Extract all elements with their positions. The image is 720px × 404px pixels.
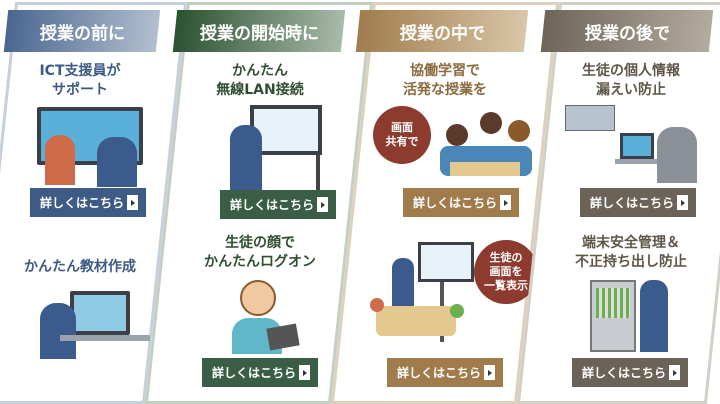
title-collaborative-learning: 協働学習で 活発な授業を xyxy=(403,63,487,98)
title-face-logon: 生徒の顔で かんたんログオン xyxy=(204,235,316,270)
title-ict-support: ICT支援員が サポート xyxy=(39,63,121,98)
arrow-right-icon xyxy=(484,365,495,380)
arrow-right-icon xyxy=(500,195,511,210)
header-during-class: 授業の中で xyxy=(355,10,529,52)
face-logon-illustration xyxy=(230,278,310,356)
arrow-right-icon xyxy=(677,195,688,210)
screen-list-illustration xyxy=(370,238,478,353)
arrow-right-icon xyxy=(669,365,680,380)
details-button-face-logon[interactable]: 詳しくはこちら xyxy=(202,358,318,387)
title-wireless-lan: かんたん 無線LAN接続 xyxy=(216,63,304,98)
header-before-class: 授業の前に xyxy=(3,10,161,52)
badge-screen-sharing: 画面 共有で xyxy=(373,106,431,164)
arrow-right-icon xyxy=(127,195,138,210)
material-creation-illustration xyxy=(40,283,150,363)
title-privacy-protection: 生徒の個人情報 漏えい防止 xyxy=(582,63,680,98)
header-after-class: 授業の後で xyxy=(540,10,714,52)
ict-support-illustration xyxy=(35,107,145,187)
title-device-management: 端末安全管理＆ 不正持ち出し防止 xyxy=(575,235,687,270)
details-button-privacy-protection[interactable]: 詳しくはこちら xyxy=(580,188,696,217)
device-management-illustration xyxy=(590,276,680,356)
details-button-collaborative-learning[interactable]: 詳しくはこちら xyxy=(403,188,519,217)
arrow-right-icon xyxy=(317,197,328,212)
arrow-right-icon xyxy=(299,365,310,380)
details-button-wireless-lan[interactable]: 詳しくはこちら xyxy=(220,190,336,219)
details-button-screen-list[interactable]: 詳しくはこちら xyxy=(387,358,503,387)
collaborative-learning-illustration xyxy=(440,112,535,187)
details-button-ict-support[interactable]: 詳しくはこちら xyxy=(30,188,146,217)
details-button-device-management[interactable]: 詳しくはこちら xyxy=(572,358,688,387)
privacy-protection-illustration xyxy=(565,105,705,185)
badge-screen-list: 生徒の 画面を 一覧表示 xyxy=(474,240,538,304)
wireless-lan-illustration xyxy=(228,105,328,190)
header-start-class: 授業の開始時に xyxy=(172,10,346,52)
title-easy-material: かんたん教材作成 xyxy=(24,259,136,275)
